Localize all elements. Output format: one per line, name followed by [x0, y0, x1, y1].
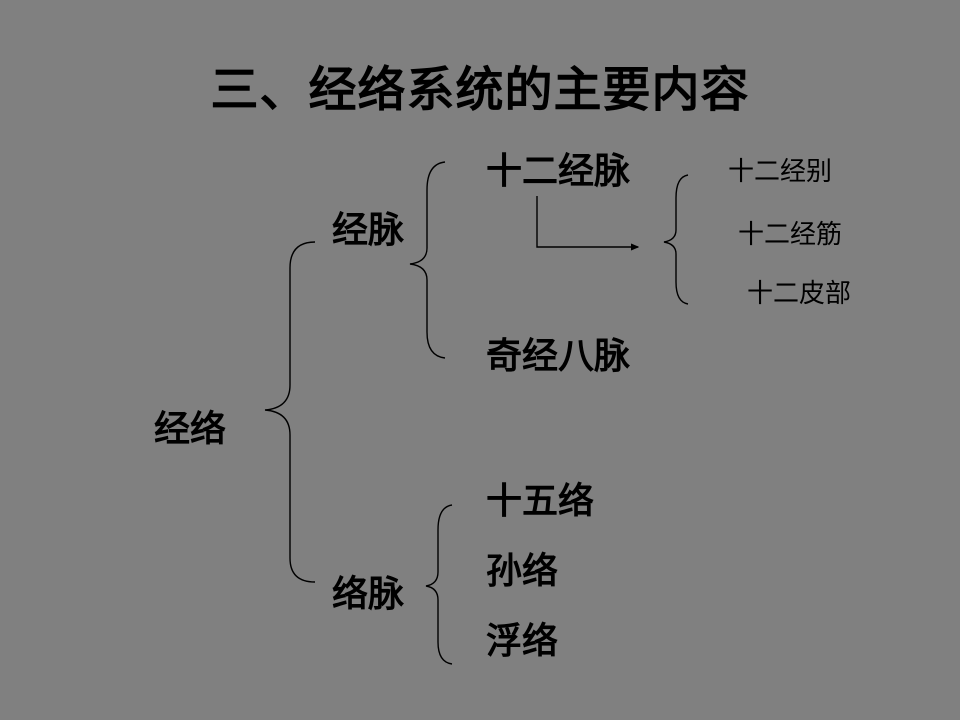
- node-minute-collaterals: 孙络: [486, 551, 559, 592]
- node-fifteen-collaterals: 十五络: [486, 481, 595, 522]
- branch-label-jingmai: 经脉: [332, 210, 405, 251]
- node-superficial-collaterals: 浮络: [486, 621, 559, 662]
- jingmai-brace: [409, 161, 446, 359]
- node-twelve-meridians: 十二经脉: [486, 151, 631, 192]
- root-brace: [264, 241, 316, 583]
- subitems-arrow: [536, 196, 638, 247]
- node-eight-extra-meridians: 奇经八脉: [486, 336, 631, 377]
- subitems-brace: [663, 174, 689, 305]
- root-label: 经络: [154, 409, 227, 450]
- subitem-divergent-channels: 十二经别: [728, 157, 833, 187]
- branch-label-luomai: 络脉: [332, 574, 405, 615]
- subitem-cutaneous-regions: 十二皮部: [747, 279, 852, 309]
- luomai-brace: [425, 504, 453, 665]
- slide-title: 三、经络系统的主要内容: [210, 62, 750, 118]
- subitem-sinew-channels: 十二经筋: [738, 220, 843, 250]
